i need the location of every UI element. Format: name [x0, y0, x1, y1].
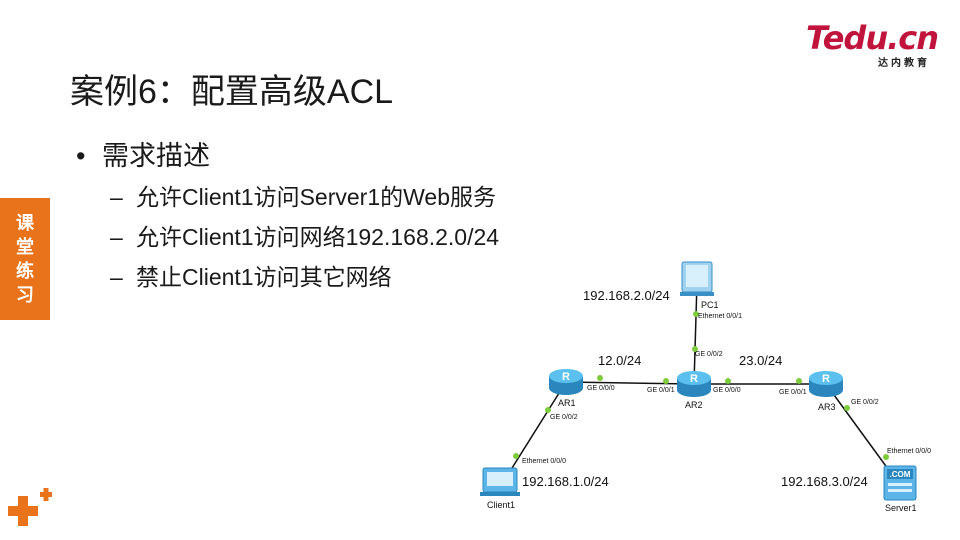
svg-text:.COM: .COM: [890, 470, 911, 479]
port-label: Ethernet 0/0/0: [522, 458, 566, 465]
requirement-text: 允许Client1访问Server1的Web服务: [136, 184, 497, 210]
tedu-logo: Tedu.cn 达内教育: [806, 18, 939, 69]
requirement-text: 禁止Client1访问其它网络: [136, 264, 392, 290]
port-label: GE 0/0/2: [695, 351, 723, 358]
link-pc1-ar2: [693, 281, 698, 385]
port-label: GE 0/0/0: [587, 385, 615, 392]
port-dot: [883, 454, 889, 460]
bullet-dot-icon: •: [76, 141, 86, 171]
requirement-item: –禁止Client1访问其它网络: [110, 258, 392, 292]
port-dot: [545, 407, 551, 413]
port-dot: [597, 375, 603, 381]
port-label: GE 0/0/1: [779, 389, 807, 396]
port-label: GE 0/0/2: [851, 399, 879, 406]
network-label: 192.168.2.0/24: [583, 288, 670, 303]
port-dot: [796, 378, 802, 384]
port-label: Ethernet 0/0/1: [698, 313, 742, 320]
dash-icon: –: [110, 264, 123, 290]
bullet-text: 需求描述: [102, 141, 210, 171]
dash-icon: –: [110, 224, 123, 250]
svg-text:R: R: [562, 371, 570, 383]
device-label: Server1: [885, 503, 917, 513]
device-label: Client1: [487, 500, 515, 510]
router-icon: R: [549, 369, 583, 395]
plus-decoration-icon: [8, 488, 52, 526]
bullet-heading: • 需求描述: [76, 134, 210, 173]
device-label: AR1: [558, 398, 576, 408]
logo-tagline: 达内教育: [878, 58, 930, 69]
port-dots: [513, 311, 889, 460]
router-icon: R: [677, 371, 711, 397]
device-label: PC1: [701, 300, 719, 310]
logo-wordmark: Tedu.cn: [806, 19, 939, 57]
port-dot: [725, 378, 731, 384]
port-label: GE 0/0/0: [713, 387, 741, 394]
device-label: AR3: [818, 402, 836, 412]
network-label: 192.168.1.0/24: [522, 474, 609, 489]
link-ar1-ar2: [565, 381, 695, 385]
link-ar1-client1: [501, 381, 567, 485]
requirement-item: –允许Client1访问Server1的Web服务: [110, 178, 496, 212]
svg-text:R: R: [822, 373, 830, 385]
network-label: 23.0/24: [739, 353, 782, 368]
slide-title: 案例6：配置高级ACL: [70, 73, 394, 111]
port-dot: [693, 311, 699, 317]
port-label: Ethernet 0/0/0: [887, 448, 931, 455]
port-dot: [692, 346, 698, 352]
side-tab-label: 课堂练习: [16, 213, 34, 305]
dash-icon: –: [110, 184, 123, 210]
svg-text:R: R: [690, 373, 698, 385]
server-icon: .COM: [883, 465, 917, 501]
network-label: 12.0/24: [598, 353, 641, 368]
requirement-item: –允许Client1访问网络192.168.2.0/24: [110, 218, 499, 252]
port-dot: [844, 405, 850, 411]
port-label: GE 0/0/2: [550, 414, 578, 421]
device-label: AR2: [685, 400, 703, 410]
network-label: 192.168.3.0/24: [781, 474, 868, 489]
port-label: GE 0/0/1: [647, 387, 675, 394]
port-dot: [663, 378, 669, 384]
router-icon: R: [809, 371, 843, 397]
requirement-text: 允许Client1访问网络192.168.2.0/24: [136, 224, 500, 250]
pc-icon: [680, 261, 714, 296]
side-tab-practice: 课堂练习: [0, 198, 50, 320]
client-icon: [480, 467, 520, 496]
port-dot: [513, 453, 519, 459]
